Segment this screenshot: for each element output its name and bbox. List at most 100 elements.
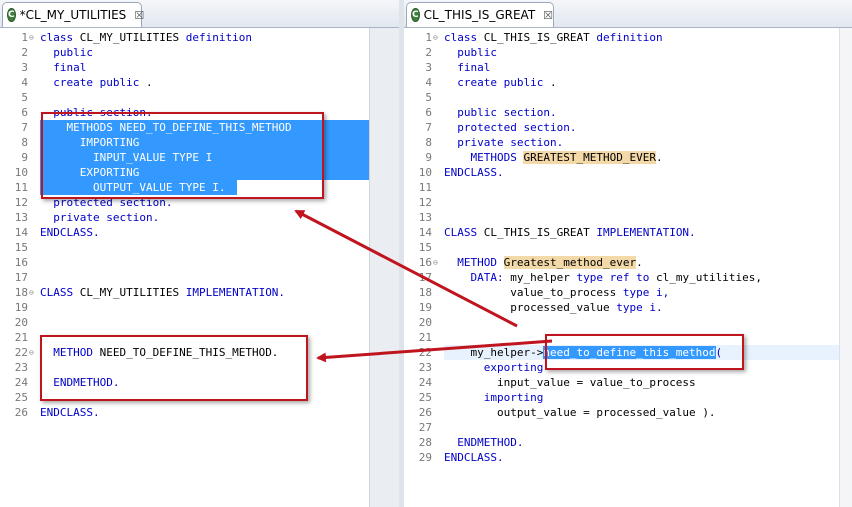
code-line[interactable]: 16 <box>0 255 399 270</box>
code-line[interactable]: 28 ENDMETHOD. <box>404 435 852 450</box>
code-text: public section. <box>457 106 557 119</box>
line-number: 16 <box>418 256 432 269</box>
line-number: 15 <box>418 241 432 254</box>
code-text: EXPORTING <box>79 166 140 179</box>
right-editor-tabbar: C CL_THIS_IS_GREAT ☒ <box>404 0 852 28</box>
tab-cl-this-is-great[interactable]: C CL_THIS_IS_GREAT ☒ <box>406 2 554 27</box>
code-line[interactable]: 10 EXPORTING <box>0 165 399 180</box>
code-line[interactable]: 17 DATA: my_helper type ref to cl_my_uti… <box>404 270 852 285</box>
code-line[interactable]: 20 <box>0 315 399 330</box>
code-line[interactable]: 23 <box>0 360 399 375</box>
fold-toggle-icon[interactable]: ⊖ <box>29 33 34 42</box>
right-overview-ruler[interactable] <box>839 28 852 507</box>
line-number: 10 <box>418 166 432 179</box>
code-line[interactable]: 5 <box>0 90 399 105</box>
code-line[interactable]: 12 protected section. <box>0 195 399 210</box>
code-text: input_value = value_to_process <box>496 376 696 389</box>
code-line[interactable]: 16⊖ METHOD Greatest_method_ever. <box>404 255 852 270</box>
code-line[interactable]: 2 public <box>0 45 399 60</box>
abap-class-icon: C <box>411 8 420 22</box>
code-line[interactable]: 18 value_to_process type i, <box>404 285 852 300</box>
fold-toggle-icon[interactable]: ⊖ <box>433 33 438 42</box>
code-text: CLASS CL_MY_UTILITIES IMPLEMENTATION. <box>40 286 286 299</box>
code-line[interactable]: 18⊖ CLASS CL_MY_UTILITIES IMPLEMENTATION. <box>0 285 399 300</box>
close-icon[interactable]: ☒ <box>543 8 554 22</box>
editor-splitter[interactable] <box>399 0 404 507</box>
code-line[interactable]: 8 private section. <box>404 135 852 150</box>
code-line[interactable]: 1⊖class CL_MY_UTILITIES definition <box>0 30 399 45</box>
line-number: 10 <box>14 166 28 179</box>
code-line[interactable]: 6 public section. <box>404 105 852 120</box>
arrow-to-implementation <box>316 339 553 363</box>
code-line[interactable]: 9 METHODS GREATEST_METHOD_EVER. <box>404 150 852 165</box>
code-line[interactable]: 13 <box>404 210 852 225</box>
code-line[interactable]: 24 input_value = value_to_process <box>404 375 852 390</box>
line-number: 14 <box>14 226 28 239</box>
line-number: 7 <box>425 121 432 134</box>
code-text: protected section. <box>53 196 173 209</box>
line-number: 12 <box>14 196 28 209</box>
code-line[interactable]: 19 <box>0 300 399 315</box>
code-line[interactable]: 9 INPUT_VALUE TYPE I <box>0 150 399 165</box>
code-line[interactable]: 21 <box>0 330 399 345</box>
line-number: 21 <box>14 331 28 344</box>
code-line[interactable]: 25 <box>0 390 399 405</box>
code-line[interactable]: 7 METHODS NEED_TO_DEFINE_THIS_METHOD <box>0 120 399 135</box>
code-line[interactable]: 15 <box>0 240 399 255</box>
code-line[interactable]: 3 final <box>0 60 399 75</box>
fold-toggle-icon[interactable]: ⊖ <box>29 288 34 297</box>
code-line[interactable]: 11 OUTPUT_VALUE TYPE I. <box>0 180 399 195</box>
code-text: METHODS NEED_TO_DEFINE_THIS_METHOD <box>66 121 292 134</box>
code-line[interactable]: 5 <box>404 90 852 105</box>
code-text: value_to_process type i, <box>510 286 670 299</box>
code-line[interactable]: 2 public <box>404 45 852 60</box>
selection-highlight <box>40 165 369 180</box>
code-text: DATA: my_helper type ref to cl_my_utilit… <box>470 271 762 284</box>
code-line[interactable]: 4 create public . <box>0 75 399 90</box>
tab-cl-my-utilities[interactable]: C *CL_MY_UTILITIES ☒ <box>2 2 145 27</box>
line-number: 5 <box>21 91 28 104</box>
code-line[interactable]: 12 <box>404 195 852 210</box>
code-line[interactable]: 17 <box>0 270 399 285</box>
line-number: 12 <box>418 196 432 209</box>
code-text: public <box>457 46 497 59</box>
line-number: 18 <box>14 286 28 299</box>
code-text: processed_value type i. <box>510 301 663 314</box>
close-icon[interactable]: ☒ <box>134 8 145 22</box>
fold-toggle-icon[interactable]: ⊖ <box>433 258 438 267</box>
code-line[interactable]: 19 processed_value type i. <box>404 300 852 315</box>
code-text: ENDMETHOD. <box>53 376 120 389</box>
code-line[interactable]: 4 create public . <box>404 75 852 90</box>
code-line[interactable]: 22⊖ METHOD NEED_TO_DEFINE_THIS_METHOD. <box>0 345 399 360</box>
line-number: 8 <box>425 136 432 149</box>
code-line[interactable]: 15 <box>404 240 852 255</box>
line-number: 27 <box>418 421 432 434</box>
code-line[interactable]: 8 IMPORTING <box>0 135 399 150</box>
fold-toggle-icon[interactable]: ⊖ <box>29 348 34 357</box>
code-line[interactable]: 25 importing <box>404 390 852 405</box>
code-line[interactable]: 3 final <box>404 60 852 75</box>
code-line[interactable]: 21 <box>404 330 852 345</box>
line-number: 11 <box>14 181 28 194</box>
highlight-box-method-implementation <box>40 335 308 401</box>
code-text: exporting <box>483 361 544 374</box>
code-line[interactable]: 1⊖class CL_THIS_IS_GREAT definition <box>404 30 852 45</box>
code-line[interactable]: 20 <box>404 315 852 330</box>
selection-highlight <box>40 180 237 195</box>
code-line[interactable]: 24 ENDMETHOD. <box>0 375 399 390</box>
code-text: ENDCLASS. <box>40 406 100 419</box>
code-line[interactable]: 27 <box>404 420 852 435</box>
code-line[interactable]: 13 private section. <box>0 210 399 225</box>
left-vertical-scrollbar[interactable] <box>369 28 399 507</box>
code-line[interactable]: 26 output_value = processed_value ). <box>404 405 852 420</box>
code-line[interactable]: 11 <box>404 180 852 195</box>
code-line[interactable]: 23 exporting <box>404 360 852 375</box>
code-line[interactable]: 7 protected section. <box>404 120 852 135</box>
